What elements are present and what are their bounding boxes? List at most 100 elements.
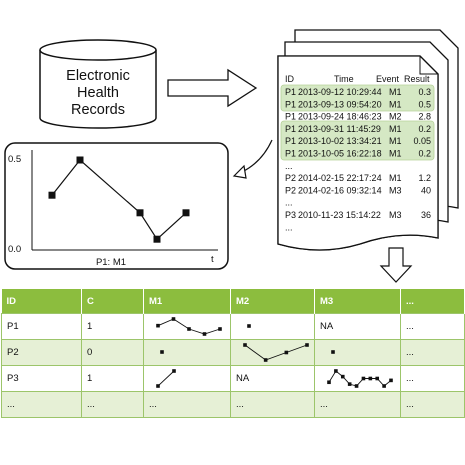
sparkline-point [218,327,222,331]
curved-arrowhead-icon [232,164,247,179]
sparkline [327,369,393,388]
table-cell-m2: NA [230,365,315,392]
table-cell-m1 [143,313,231,340]
plot-point [153,235,161,243]
sparkline-point [327,380,331,385]
table-header-more: ... [400,289,465,314]
records-cell-event: M1 [389,124,402,134]
sparkline-point [382,384,386,388]
records-cell-result: 0.5 [418,99,431,109]
records-cell-id: P1 [285,136,296,146]
table-cell-id: ... [1,391,82,418]
sparkline-point [171,317,176,321]
table-header-m2: M2 [230,289,315,314]
plot-box [4,142,229,270]
records-cell-time: 2013-09-13 09:54:20 [298,99,382,109]
table-cell-more: ... [400,391,465,418]
records-cell-time: 2013-10-05 16:22:18 [298,149,382,159]
table-header-c: C [81,289,144,314]
records-header-time: Time [334,74,354,84]
sparkline [156,369,176,388]
records-cell-event: M1 [389,149,402,159]
records-row: ... [285,222,293,232]
records-row: ... [285,198,293,208]
table-cell-m1 [143,339,231,366]
sparkline-point [187,327,191,331]
pipeline-diagram: Electronic Health Records ID Time Event … [4,29,459,283]
table-cell-m1 [143,365,231,392]
plot-series [48,156,190,243]
sparkline-point [331,350,335,354]
records-header-result: Result [404,74,430,84]
sparkline-point [368,376,373,381]
records-cell-id: P1 [285,149,296,159]
table-cell-more: ... [400,339,465,366]
sparkline-line [328,370,392,387]
table-cell-m3-text: ... [320,399,328,410]
table-header-id: ID [1,289,82,314]
table-cell-id: P2 [1,339,82,366]
records-highlight-block-2 [280,120,435,161]
sparkline [156,317,222,336]
records-cell-time: 2013-09-12 10:29:44 [298,87,382,97]
database-icon: Electronic Health Records [39,39,157,129]
records-cell-event: M1 [389,173,402,183]
records-cell-event: M2 [389,112,402,122]
records-cell-id: P2 [285,185,296,195]
table-header-m3: M3 [314,289,401,314]
records-cell-id: P1 [285,124,296,134]
records-cell-result: 0.2 [418,124,431,134]
records-cell-id: ... [285,222,293,232]
table-cell-m3-text: NA [320,321,334,332]
table-cell-id: P3 [1,365,82,392]
table-cell-m3 [314,339,401,366]
records-cell-event: M3 [389,185,402,195]
records-cell-result: 36 [421,210,431,220]
sparkline [331,350,335,354]
arrow-right-icon [167,68,258,108]
table-cell-id: P1 [1,313,82,340]
sparkline-point [334,369,338,373]
records-highlight-block-1 [280,84,435,112]
sparkline-point [284,350,289,355]
table-cell-m2: ... [230,391,315,418]
table-cell-c: 1 [81,313,144,340]
records-cell-id: ... [285,161,293,171]
sparkline [243,343,309,362]
records-header: ID Time Event Result [285,74,430,84]
sparkline-point [172,369,176,373]
records-cell-id: P1 [285,112,296,122]
sparkline-line [157,318,221,335]
records-cell-result: 2.8 [418,112,431,122]
records-cell-id: P1 [285,99,296,109]
sparkline-point [263,358,268,362]
sparkline-point [305,343,309,347]
sparkline-point [156,323,160,328]
sparkline-point [247,324,251,328]
sparkline-point [354,384,359,388]
table-row: .................. [1,391,465,418]
sparkline-point [340,374,345,379]
records-cell-time: 2013-09-24 18:46:23 [298,112,382,122]
table-cell-m1-text: ... [149,399,157,410]
table-cell-m3: ... [314,391,401,418]
records-cell-time: 2014-02-16 09:32:14 [298,185,382,195]
records-cell-result: 0.3 [418,87,431,97]
records-cell-event: M1 [389,99,402,109]
records-header-event: Event [376,74,400,84]
sparkline-point [202,332,207,336]
table-cell-c: 1 [81,365,144,392]
arrow-down-icon [379,247,413,283]
sparkline-point [156,384,160,388]
table-cell-m1: ... [143,391,231,418]
database-label-line-3: Records [71,102,125,118]
